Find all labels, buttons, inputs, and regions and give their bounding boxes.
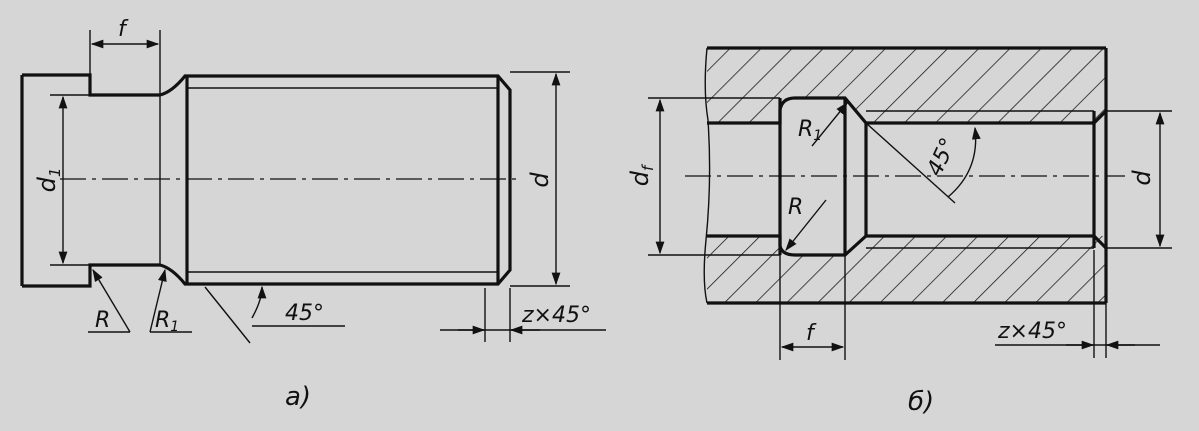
section-hatch <box>707 48 1106 303</box>
label-d1: d1 <box>33 168 64 193</box>
angle-arc-b <box>947 126 981 198</box>
angle-line-b <box>865 122 956 204</box>
body-break-line <box>703 47 711 304</box>
angle-arc <box>251 285 267 319</box>
shaft-outline <box>22 73 512 288</box>
leader-45 <box>204 286 251 344</box>
label-f-b: f <box>806 321 817 346</box>
label-df: df <box>626 163 657 186</box>
leader-r-b <box>785 199 827 251</box>
label-45: 45° <box>285 301 324 326</box>
caption-a: а) <box>285 382 311 412</box>
label-r1-b: R1 <box>798 117 822 144</box>
label-r-b: R <box>788 195 803 220</box>
label-chamfer: z×45° <box>521 303 591 328</box>
label-r1: R1 <box>155 308 179 335</box>
label-d-b: d <box>1128 170 1156 186</box>
label-d: d <box>526 172 554 188</box>
view-a-shaft-drawing: f d1 d R R1 45° z×45° <box>20 17 606 412</box>
caption-b: б) <box>908 387 934 417</box>
label-45-b: 45° <box>923 134 962 180</box>
label-r: R <box>95 308 110 333</box>
label-f: f <box>118 17 129 42</box>
leader-r1 <box>149 268 167 333</box>
view-b-bore-section: df d R1 R 45° f z×45° б) <box>626 46 1172 417</box>
leader-r <box>92 268 131 333</box>
leader-r1-b <box>811 102 848 147</box>
label-chamfer-b: z×45° <box>997 319 1067 344</box>
